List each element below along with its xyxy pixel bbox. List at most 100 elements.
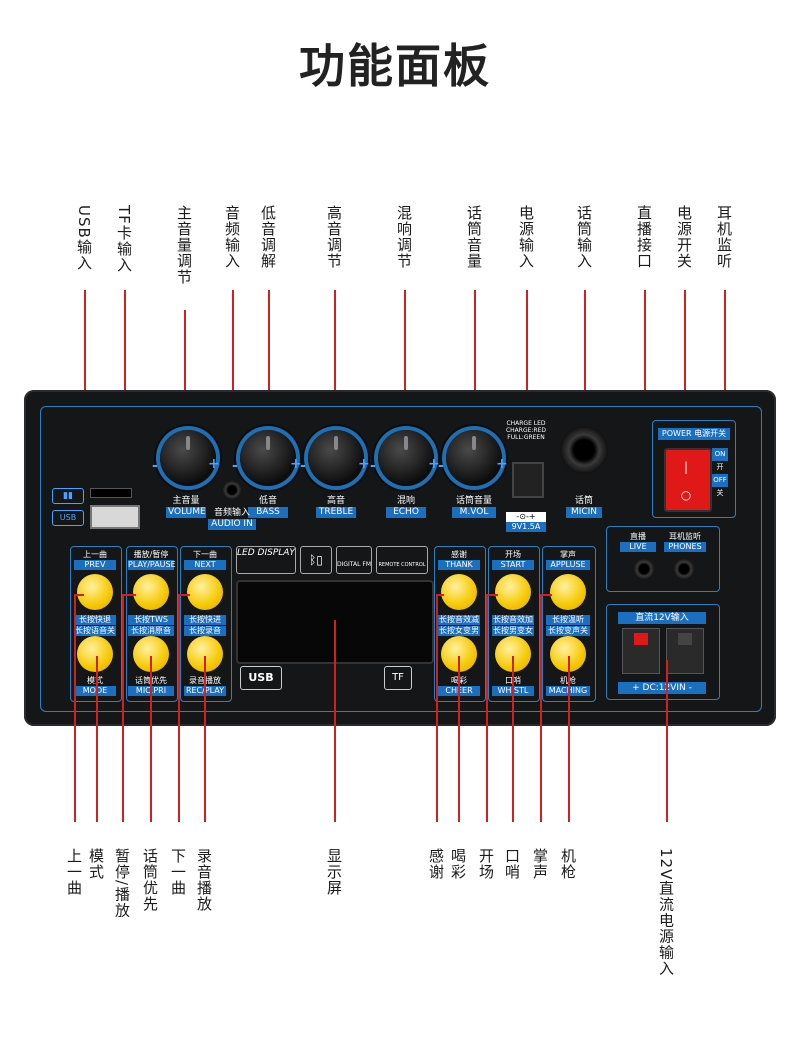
leader-line [204,656,206,822]
bass-knob[interactable] [240,430,296,486]
power-switch-box [652,420,736,518]
dc-polarity-icon: -⊙-+ [506,512,546,522]
live-phones-box [606,526,720,592]
leader-line [178,594,180,822]
leader-line [666,660,668,822]
label-mic-volume: 话筒音量 [465,205,483,269]
button-group-play [126,546,178,702]
digital-fm-badge: DIGITAL FM [336,546,372,574]
label-echo: 混响调节 [395,205,413,269]
leader-line [184,310,186,440]
dc-terminal-black[interactable] [666,628,704,674]
leader-line [122,594,136,596]
label-phones: 耳机监听 [715,205,733,269]
leader-line [178,594,190,596]
leader-line [74,594,84,596]
leader-line [540,594,552,596]
mic-in-jack[interactable] [560,426,608,474]
label-bass: 低音调解 [259,205,277,269]
led-display-badge: LED DISPLAY [236,546,296,574]
charge-led-label: CHARGE LED CHARGE:RED FULL:GREEN [505,420,547,441]
label-prev: 上一曲 [65,848,83,896]
dc-terminal-red[interactable] [622,628,660,674]
power-switch[interactable] [664,448,712,512]
off-cn-label: 关 [716,489,724,497]
mode-button[interactable] [77,636,113,672]
on-cn-label: 开 [716,463,724,471]
play-pause-button[interactable] [133,574,169,610]
label-treble: 高音调节 [325,205,343,269]
leader-line [474,290,476,425]
start-sub: 长按音效加长按男变女 [492,615,534,636]
dc12v-footer: + DC:12VIN - [618,682,706,694]
dc12v-box [606,604,720,700]
label-cheer: 喝彩 [449,848,467,880]
treble-knob[interactable] [308,430,364,486]
leader-line [334,290,336,425]
leader-line [568,656,570,822]
label-usb-input: USB输入 [75,205,93,271]
dc-rating-label: 9V1.5A [506,522,546,532]
thank-button[interactable] [441,574,477,610]
volume-knob[interactable] [160,430,216,486]
phones-jack[interactable] [673,558,695,580]
button-group-thank [434,546,486,702]
label-thank: 感谢 [427,848,445,880]
leader-line [486,594,498,596]
label-power-input: 电源输入 [517,205,535,269]
leader-line [334,620,336,822]
leader-line [684,290,686,450]
next-button[interactable] [187,574,223,610]
echo-knob[interactable] [378,430,434,486]
bluetooth-icon: ᛒ▯ [300,546,332,574]
leader-line [584,290,586,430]
label-mic-input: 话筒输入 [575,205,593,269]
leader-line [268,290,270,425]
label-power-switch: 电源开关 [675,205,693,269]
panel-border [40,406,762,712]
leader-line [540,594,542,822]
label-rec-play: 录音播放 [195,848,213,912]
leader-line [512,656,514,822]
on-label: ON [712,448,728,461]
prev-button[interactable] [77,574,113,610]
usb-icon: USB [52,510,84,526]
label-dc12v-input: 12V直流电源输入 [657,848,675,977]
dc-power-jack[interactable] [512,462,544,498]
prev-sub: 长按快退长按语音关 [74,615,116,636]
live-jack[interactable] [633,558,655,580]
label-mic-priority: 话筒优先 [141,848,159,912]
thank-sub: 长按音效减长按女变男 [438,615,480,636]
off-label: OFF [712,474,728,487]
tf-card-icon: ▮▮ [52,488,84,504]
leader-line [486,594,488,822]
label-whistle: 口哨 [503,848,521,880]
label-next: 下一曲 [169,848,187,896]
audio-in-jack[interactable] [222,480,242,500]
tf-badge: TF [384,666,412,690]
usb-port[interactable] [90,505,140,529]
applause-button[interactable] [550,574,586,610]
start-button[interactable] [495,574,531,610]
leader-line [232,290,234,485]
leader-line [404,290,406,425]
label-applause: 掌声 [531,848,549,880]
label-audio-input: 音频输入 [223,205,241,269]
mic-volume-knob[interactable] [446,430,502,486]
tf-slot[interactable] [90,488,132,498]
next-sub: 长按快进长按录音 [184,614,226,636]
